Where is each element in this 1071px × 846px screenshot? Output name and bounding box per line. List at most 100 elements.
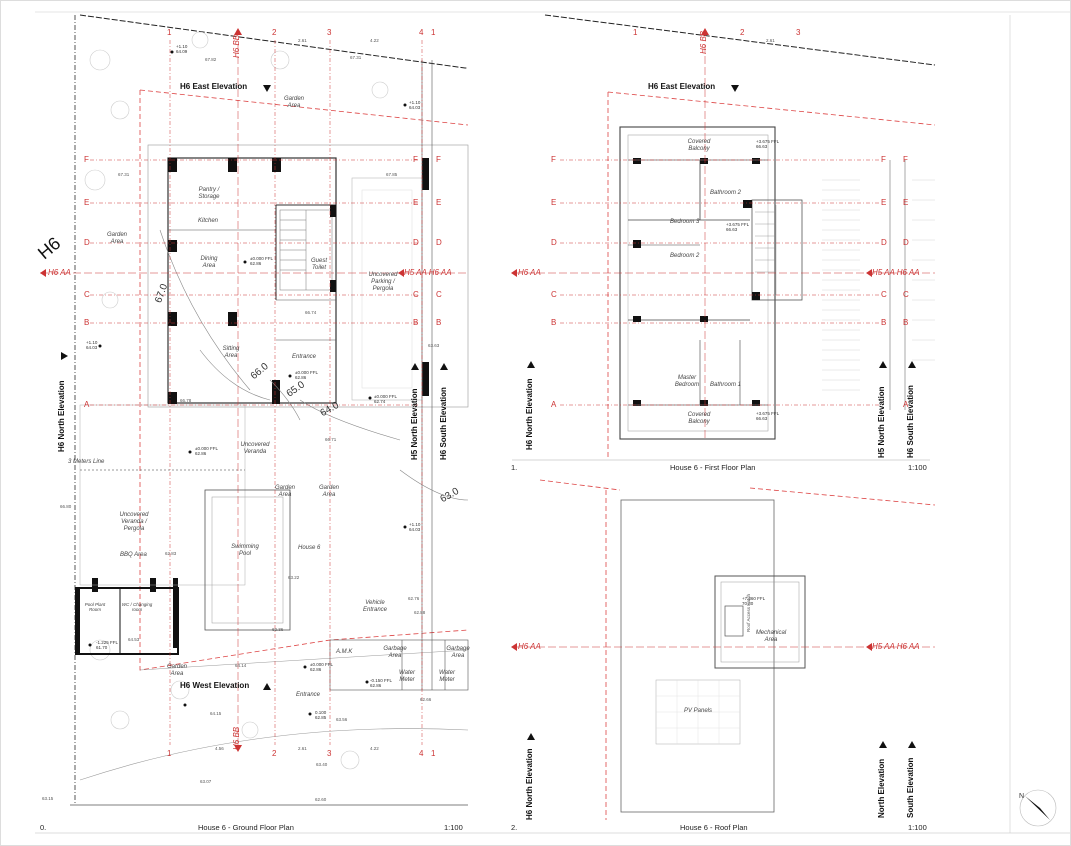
gf-grid-c-r2: C [436, 290, 442, 299]
gf-level-veranda: ±0.000 FFL 62.86 [195, 446, 218, 456]
ff-level-middle: +3.675 FFL 66.63 [726, 222, 749, 232]
spot-11: 62.36 [272, 627, 284, 632]
spot-2: 67.31 [350, 55, 362, 60]
spot-4: 67.85 [386, 172, 398, 177]
gf-grid-a: A [84, 400, 90, 409]
landscape-hatching [84, 31, 389, 770]
gf-dim-top-1: 2.61 [298, 38, 307, 43]
gf-col-3-top: 3 [327, 28, 332, 37]
roof-section-aa-right: H5 AA H6 AA [872, 642, 920, 651]
roof-hatch [724, 605, 744, 637]
gf-level-pool-room: -1.225 FFL 61.70 [96, 640, 118, 650]
room-kitchen: Kitchen [198, 218, 219, 224]
gf-grid-b-r: B [413, 318, 419, 327]
gf-grid-b: B [84, 318, 90, 327]
spot-22: 64.53 [128, 637, 140, 642]
room-garden-left: Garden Area [106, 232, 127, 245]
ff-section-bb: H6 BB [699, 30, 708, 54]
gf-section-aa-left: H6 AA [48, 268, 71, 277]
gf-grid-c-r: C [413, 290, 419, 299]
ff-section-aa-left: H6 AA [518, 268, 541, 277]
ff-room-bedroom2: Bedroom 2 [670, 253, 700, 259]
spot-8: 66.80 [60, 504, 72, 509]
gf-col-3-bottom: 3 [327, 749, 332, 758]
roof-scale: 1:100 [908, 823, 927, 832]
spot-16: 62.88 [414, 610, 426, 615]
ff-grid-c-r2: C [903, 290, 909, 299]
room-bbq: BBQ Area [120, 552, 147, 558]
north-arrow [1019, 789, 1057, 827]
gf-grid-c: C [84, 290, 90, 299]
spot-12: 64.14 [235, 663, 247, 668]
ff-room-bedroom3: Bedroom 3 [670, 219, 700, 225]
gf-grid-e-r2: E [436, 198, 442, 207]
ff-col-3: 3 [796, 28, 801, 37]
gf-col-1b-top: 1 [431, 28, 436, 37]
setback-line-gf [139, 90, 469, 671]
swimming-pool [204, 489, 291, 631]
ff-room-bathroom2: Bathroom 2 [710, 190, 742, 196]
roof-drawing-number: 2. [511, 823, 518, 832]
gf-col-1-bottom: 1 [167, 749, 172, 758]
roof-north-elevation-label-r: North Elevation [877, 758, 886, 818]
room-garden-top: Garden Area [283, 96, 304, 109]
gf-level-r-pt: +1.10 64.03 [409, 100, 421, 110]
room-entrance: Entrance [292, 354, 317, 360]
first-floor-plan [511, 14, 936, 461]
gf-east-elevation-label: H6 East Elevation [180, 82, 248, 91]
roof-room-pv: PV Panels [684, 708, 713, 714]
room-water-meter-2: Water Meter [439, 670, 455, 683]
ff-h5-north-elevation-label: H5 North Elevation [877, 386, 886, 458]
roof-level: +7.360 FFL 70.30 [742, 596, 765, 606]
gf-level-entrance: ±0.000 FFL 62.86 [295, 370, 318, 380]
pool-plant-room [75, 587, 179, 655]
room-pool-plant: Pool Plant Room [84, 602, 106, 612]
room-veranda-pergola: Uncovered Veranda / Pergola [119, 512, 149, 532]
gf-level-bottom-2: -0.150 FFL 62.86 [370, 678, 392, 688]
gf-grid-d-r: D [413, 238, 419, 247]
contours-gf [159, 229, 469, 501]
spot-1: 67.82 [205, 57, 217, 62]
gf-col-1-top: 1 [167, 28, 172, 37]
ff-grid-b-r: B [881, 318, 887, 327]
ff-caption: House 6 - First Floor Plan [670, 463, 756, 472]
ff-grid-d-r: D [881, 238, 887, 247]
spot-17: 63.56 [336, 717, 348, 722]
room-water-meter: Water Meter [399, 670, 415, 683]
ff-grid-e-r: E [881, 198, 887, 207]
ff-section-aa-right: H5 AA H6 AA [872, 268, 920, 277]
ff-grid-e-r2: E [903, 198, 909, 207]
grid-lines-gf [90, 40, 423, 745]
ff-stair-core [751, 199, 803, 301]
room-pool: Swimming Pool [231, 544, 259, 557]
room-pantry: Pantry / Storage [198, 187, 220, 200]
room-house6: House 6 [298, 545, 321, 551]
gf-level-inside: ±0.000 FFL 62.86 [250, 256, 273, 266]
room-dining: Dining Area [200, 256, 218, 269]
ff-site-boundary [544, 14, 936, 66]
house-envelope-gf [147, 144, 469, 408]
gf-h5-north-elevation-label: H5 North Elevation [410, 388, 419, 460]
level-points-gf [88, 50, 407, 716]
room-garden-bottom: Garden Area [166, 664, 187, 677]
ff-north-elevation-label: H6 North Elevation [525, 378, 534, 450]
ff-columns [633, 158, 760, 406]
ff-east-elevation-label: H6 East Elevation [648, 82, 716, 91]
room-garbage: Garbage Area [383, 646, 407, 659]
room-garden-mid2: Garden Area [318, 485, 339, 498]
setback-line-top-gf [139, 89, 469, 126]
ff-col-1: 1 [633, 28, 638, 37]
ff-grid-b-r2: B [903, 318, 909, 327]
ground-floor-plan [40, 14, 469, 806]
entrance-path [79, 728, 469, 781]
ff-dim-top: 2.61 [766, 38, 775, 43]
roof-room-mechanical: Mechanical Area [755, 630, 787, 643]
spot-7: 66.71 [325, 437, 337, 442]
spot-19: 63.07 [200, 779, 212, 784]
roof-setback [749, 487, 936, 506]
gf-grid-b-r2: B [436, 318, 442, 327]
gf-section-aa-right: H5 AA H6 AA [404, 268, 452, 277]
